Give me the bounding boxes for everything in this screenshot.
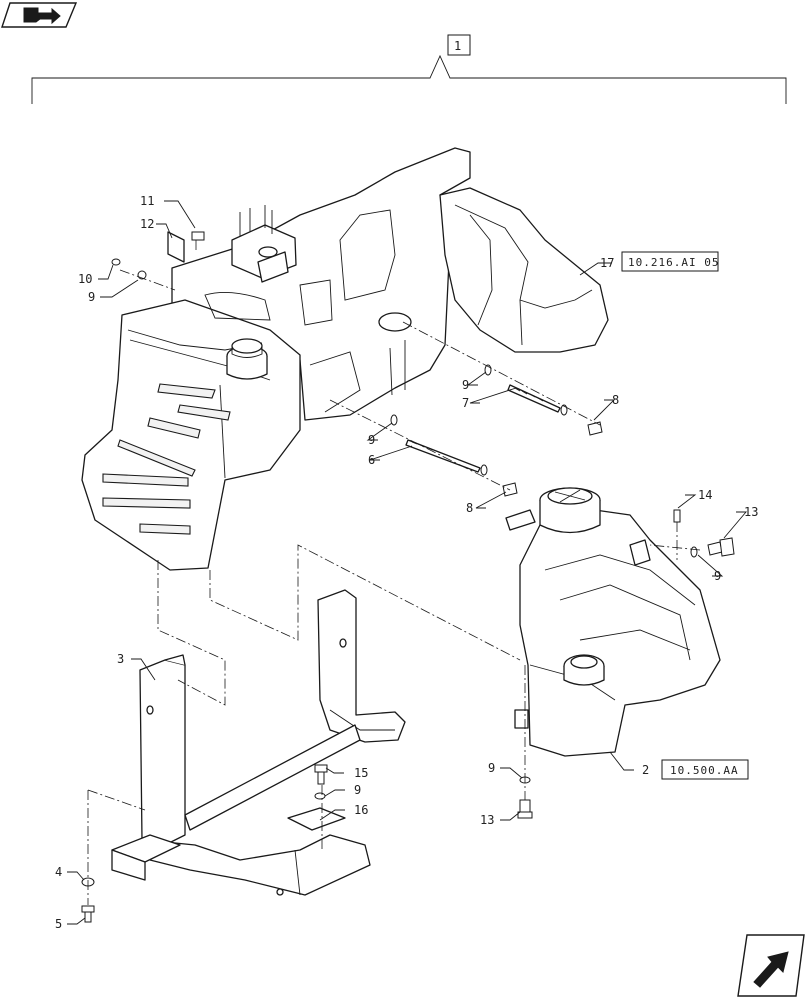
callout-6: 6 <box>368 453 375 467</box>
callout-13-right: 13 <box>744 505 758 519</box>
mounting-plate <box>287 807 346 831</box>
callout-8-upper: 8 <box>612 393 619 407</box>
assembly-centerlines <box>87 240 701 905</box>
callout-10: 10 <box>78 272 92 286</box>
book-arrow-icon[interactable] <box>1 2 78 28</box>
callout-9-rod-lower: 9 <box>368 433 375 447</box>
callout-15: 15 <box>354 766 368 780</box>
reference-17-label: 10.216.AI 05 <box>628 256 719 269</box>
callout-2: 2 <box>642 763 649 777</box>
callout-13-lower: 13 <box>480 813 494 827</box>
main-fuel-tank <box>81 147 609 571</box>
callout-9-tank-top: 9 <box>88 290 95 304</box>
assembly-label: 1 <box>454 39 461 53</box>
callout-9-aux-lower: 9 <box>488 761 495 775</box>
callout-9-frame: 9 <box>354 783 361 797</box>
nut-8-lower <box>502 482 518 497</box>
callout-numbers: 11 12 10 9 17 9 7 8 9 6 8 14 13 9 3 15 9… <box>55 194 758 931</box>
nut-8-upper <box>587 421 603 436</box>
bolts <box>81 231 735 923</box>
tie-rod-7 <box>507 384 568 416</box>
callout-9-rod-upper: 9 <box>462 378 469 392</box>
callout-7: 7 <box>462 396 469 410</box>
callout-3: 3 <box>117 652 124 666</box>
next-page-arrow-icon[interactable] <box>737 934 805 997</box>
callout-16: 16 <box>354 803 368 817</box>
reference-link-17[interactable]: 10.216.AI 05 <box>621 251 719 272</box>
assembly-label-box <box>447 34 471 56</box>
callout-4: 4 <box>55 865 62 879</box>
assembly-bracket: 1 <box>31 34 787 104</box>
callout-9-aux-tank: 9 <box>714 569 721 583</box>
reference-2-label: 10.500.AA <box>670 764 739 777</box>
callout-17: 17 <box>600 256 614 270</box>
support-frame <box>111 589 406 896</box>
tie-rod-6 <box>405 439 488 476</box>
reference-link-2[interactable]: 10.500.AA <box>661 759 749 780</box>
leader-lines <box>67 200 747 925</box>
callout-5: 5 <box>55 917 62 931</box>
callout-8-lower: 8 <box>466 501 473 515</box>
callout-12: 12 <box>140 217 154 231</box>
callout-14: 14 <box>698 488 712 502</box>
callout-11: 11 <box>140 194 154 208</box>
auxiliary-tank <box>505 487 721 757</box>
